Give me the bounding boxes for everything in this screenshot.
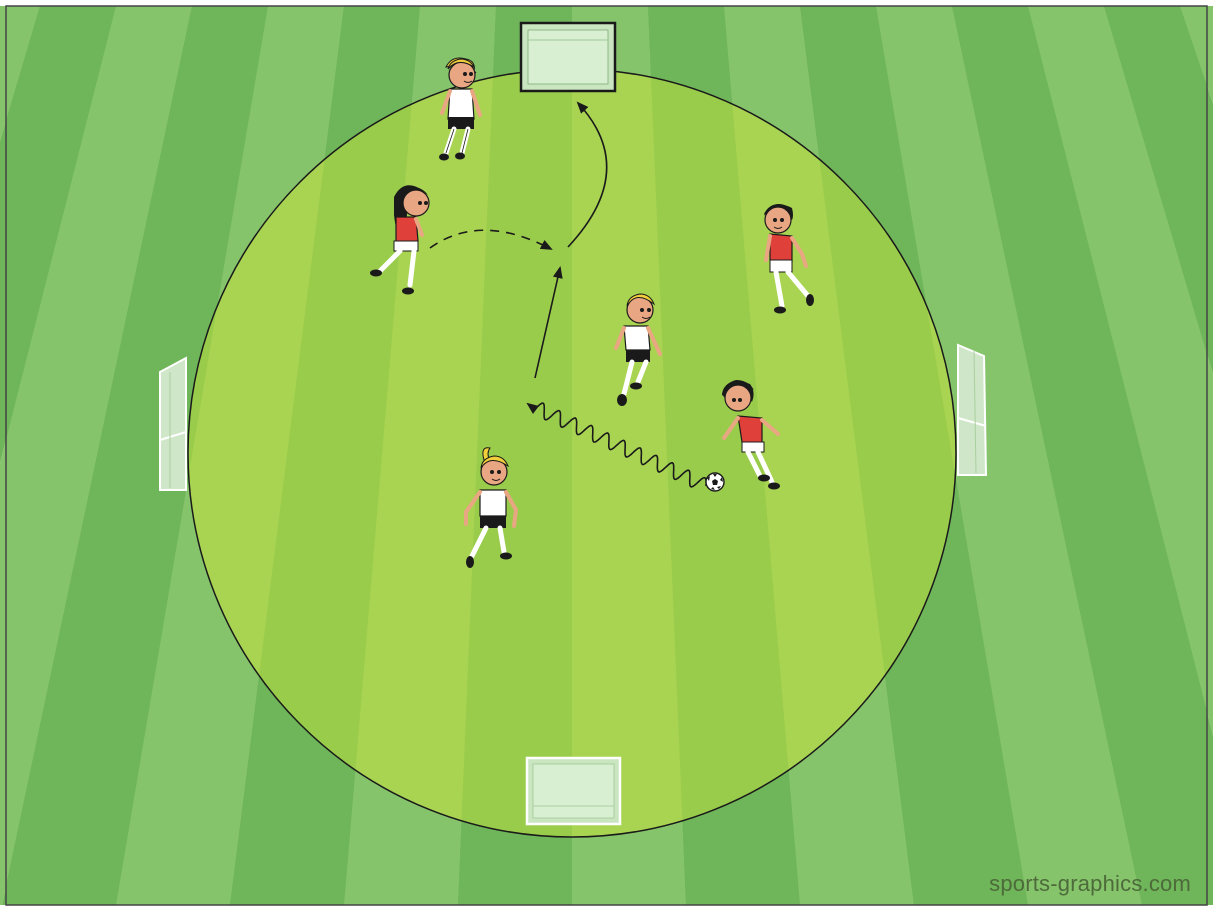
goal-left	[160, 358, 186, 490]
goal-bottom	[527, 758, 620, 824]
goal-right	[958, 345, 986, 475]
goal-top	[521, 23, 615, 91]
soccer-ball-icon	[706, 473, 724, 491]
watermark: sports-graphics.com	[989, 871, 1191, 897]
